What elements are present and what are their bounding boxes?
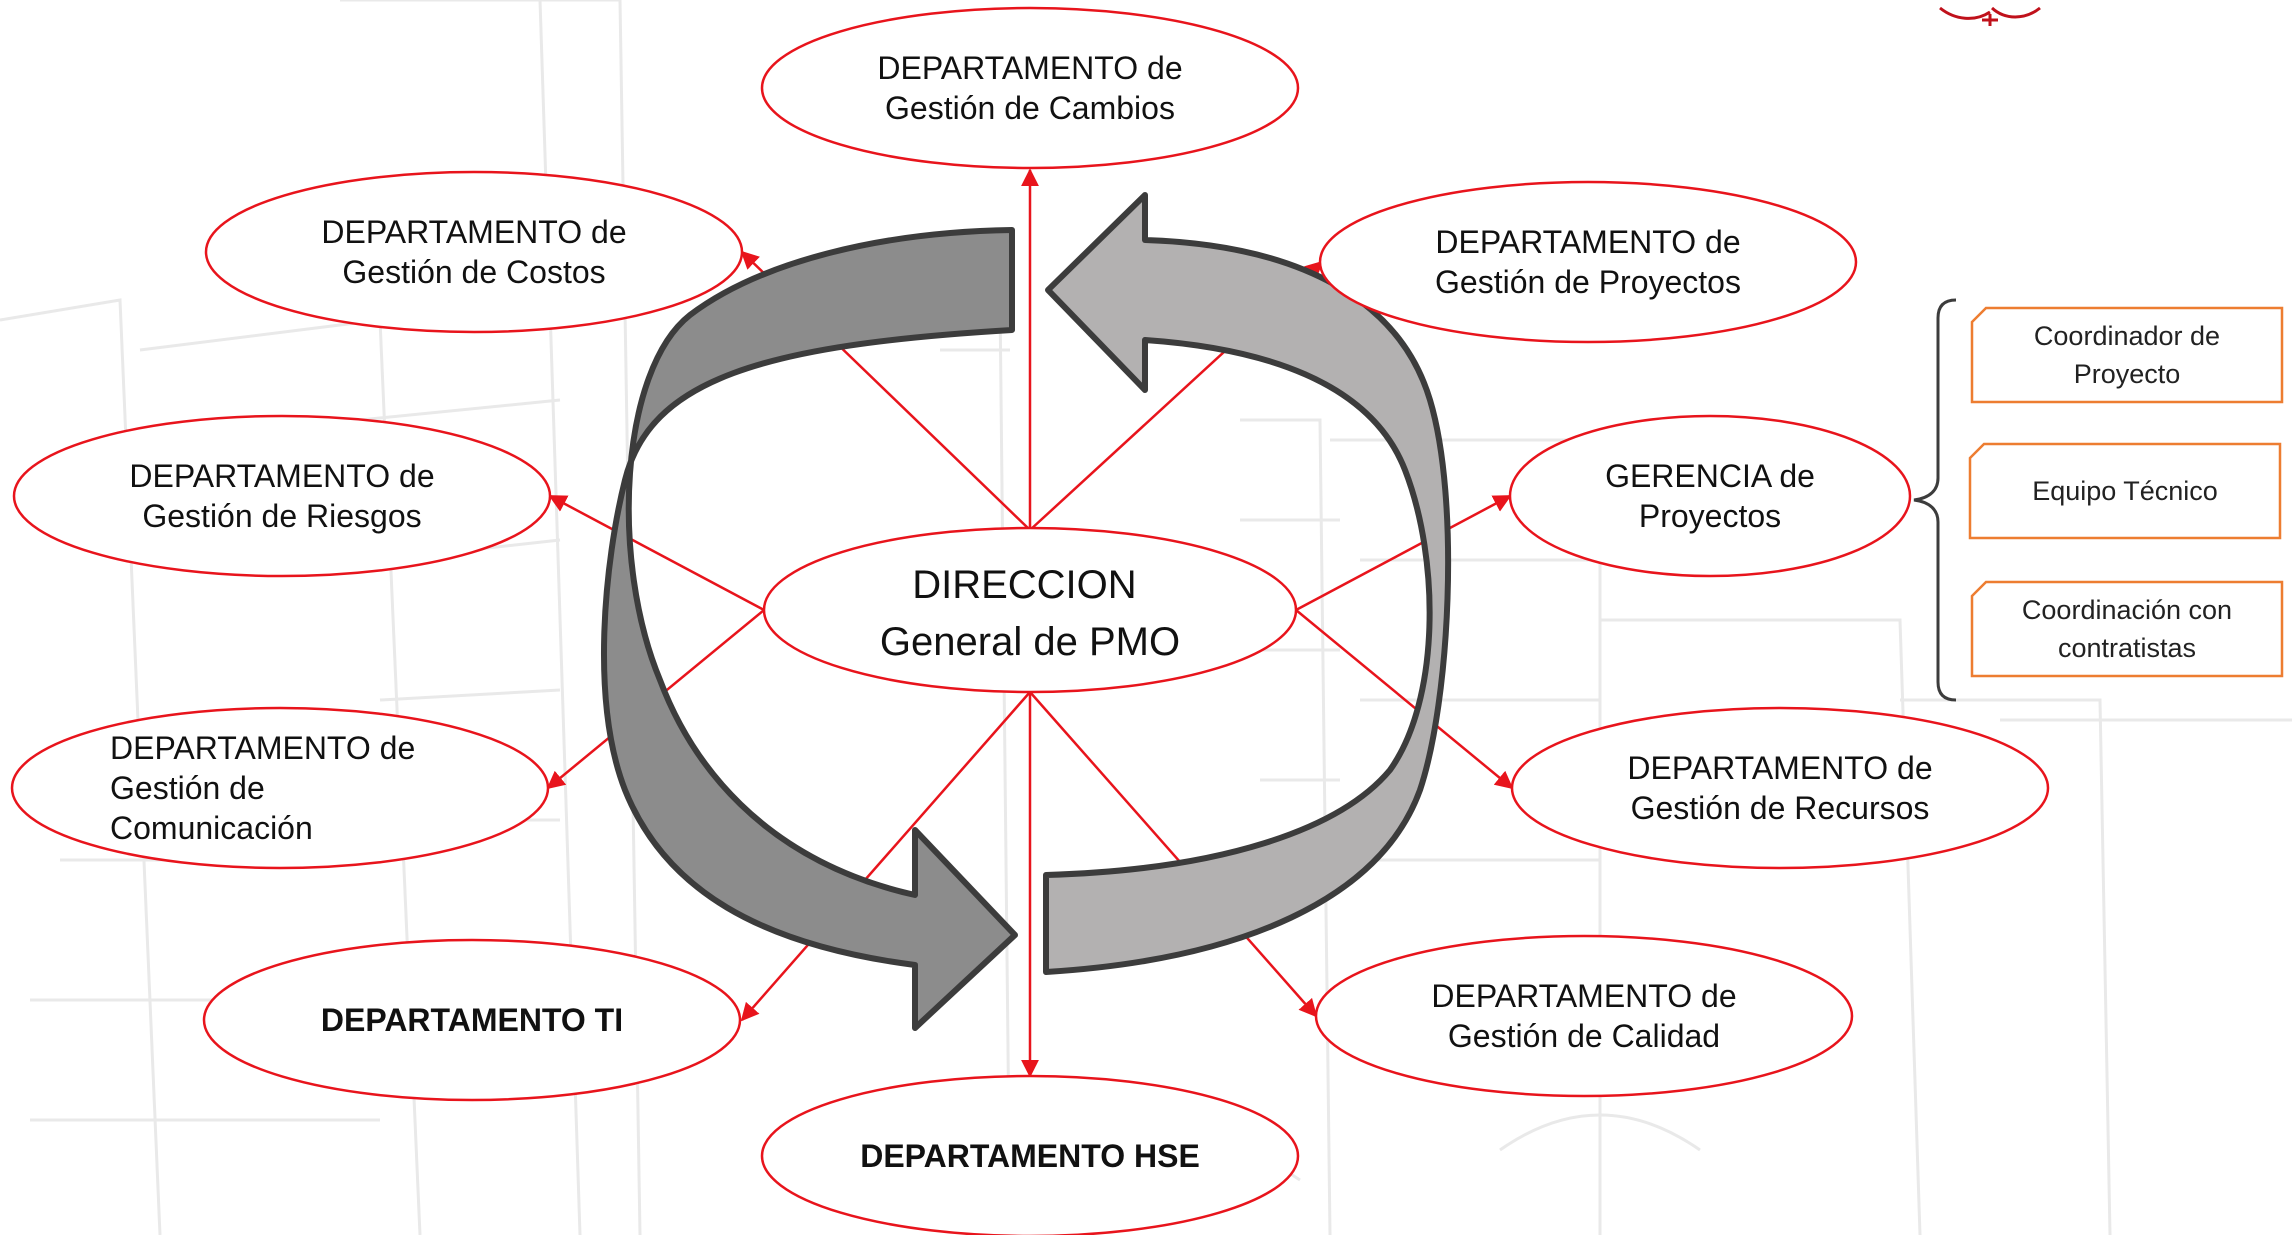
role-label-line: contratistas — [2058, 633, 2196, 663]
department-node-costos: DEPARTAMENTO de Gestión de Costos — [204, 170, 744, 334]
center-line-2: General de PMO — [880, 620, 1180, 664]
department-label-line: Proyectos — [1639, 498, 1781, 534]
role-box-coordinador: Coordinador de Proyecto — [1970, 306, 2284, 404]
role-box-frame — [1970, 306, 2284, 404]
department-ellipse-riesgos — [12, 414, 552, 578]
department-ellipse-cambios — [760, 6, 1300, 170]
department-label-costos: DEPARTAMENTO de Gestión de Costos — [321, 214, 626, 290]
cycle-arrows-icon — [601, 192, 1452, 1031]
cycle-arrow-left — [601, 227, 1018, 1031]
department-label-cambios: DEPARTAMENTO de Gestión de Cambios — [877, 50, 1182, 126]
logo-seal-icon — [1939, 6, 2041, 26]
role-box-equipo: Equipo Técnico — [1968, 442, 2282, 540]
department-label-line: DEPARTAMENTO TI — [321, 1002, 623, 1038]
department-label-line: DEPARTAMENTO de — [1431, 978, 1736, 1014]
department-node-gerencia: GERENCIA de Proyectos — [1508, 414, 1912, 578]
department-label-gerencia: GERENCIA de Proyectos — [1605, 458, 1815, 534]
connector-ti — [740, 691, 1031, 1022]
connector-riesgos — [548, 494, 765, 612]
department-ellipse-recursos — [1510, 706, 2050, 870]
bracket-icon — [1913, 298, 1957, 702]
department-label-line: GERENCIA de — [1605, 458, 1815, 494]
role-label-coordinador: Coordinador de Proyecto — [2034, 321, 2220, 389]
department-label-comunicacion: DEPARTAMENTO de Gestión de Comunicación — [110, 730, 415, 846]
department-label-ti: DEPARTAMENTO TI — [321, 1002, 623, 1038]
department-ellipse-proyectos — [1318, 180, 1858, 344]
department-ellipse-hse — [760, 1074, 1300, 1235]
department-ellipse-costos — [204, 170, 744, 334]
role-label-contratistas: Coordinación con contratistas — [2022, 595, 2232, 663]
cycle-arrow-right — [1043, 192, 1452, 975]
department-node-proyectos: DEPARTAMENTO de Gestión de Proyectos — [1318, 180, 1858, 344]
department-label-hse: DEPARTAMENTO HSE — [860, 1138, 1200, 1174]
department-node-cambios: DEPARTAMENTO de Gestión de Cambios — [760, 6, 1300, 170]
connector-recursos — [1295, 609, 1514, 790]
department-label-line: DEPARTAMENTO de — [129, 458, 434, 494]
department-ellipse-gerencia — [1508, 414, 1912, 578]
department-label-line: Gestión de — [110, 770, 265, 806]
department-label-line: Gestión de Calidad — [1448, 1018, 1720, 1054]
department-label-riesgos: DEPARTAMENTO de Gestión de Riesgos — [129, 458, 434, 534]
center-node: DIRECCION General de PMO — [762, 526, 1298, 694]
department-node-calidad: DEPARTAMENTO de Gestión de Calidad — [1314, 934, 1854, 1098]
role-box-frame — [1970, 580, 2284, 678]
department-ellipse-ti — [202, 938, 742, 1102]
department-label-line: DEPARTAMENTO de — [1435, 224, 1740, 260]
department-label-line: Gestión de Proyectos — [1435, 264, 1741, 300]
department-label-line: Gestión de Costos — [342, 254, 605, 290]
center-line-1: DIRECCION — [912, 563, 1136, 607]
department-label-line: DEPARTAMENTO de — [110, 730, 415, 766]
center-ellipse — [762, 526, 1298, 694]
department-node-hse: DEPARTAMENTO HSE — [760, 1074, 1300, 1235]
role-label-line: Coordinador de — [2034, 321, 2220, 351]
department-label-line: Comunicación — [110, 810, 313, 846]
role-label-line: Equipo Técnico — [2032, 476, 2218, 506]
role-label-line: Proyecto — [2074, 359, 2181, 389]
department-label-calidad: DEPARTAMENTO de Gestión de Calidad — [1431, 978, 1736, 1054]
department-label-line: Gestión de Cambios — [885, 90, 1175, 126]
role-box-frame — [1968, 442, 2282, 540]
department-node-comunicacion: DEPARTAMENTO de Gestión de Comunicación — [10, 706, 550, 870]
department-label-proyectos: DEPARTAMENTO de Gestión de Proyectos — [1435, 224, 1741, 300]
role-label-equipo: Equipo Técnico — [2032, 476, 2218, 506]
connector-calidad — [1029, 691, 1318, 1018]
department-label-recursos: DEPARTAMENTO de Gestión de Recursos — [1627, 750, 1932, 826]
department-node-ti: DEPARTAMENTO TI — [202, 938, 742, 1102]
role-label-line: Coordinación con — [2022, 595, 2232, 625]
department-node-recursos: DEPARTAMENTO de Gestión de Recursos — [1510, 706, 2050, 870]
department-label-line: DEPARTAMENTO de — [877, 50, 1182, 86]
department-label-line: Gestión de Riesgos — [142, 498, 421, 534]
department-label-line: DEPARTAMENTO de — [1627, 750, 1932, 786]
connector-gerencia — [1295, 494, 1512, 612]
center-title: DIRECCION General de PMO — [880, 563, 1180, 664]
role-box-contratistas: Coordinación con contratistas — [1970, 580, 2284, 678]
department-label-line: DEPARTAMENTO HSE — [860, 1138, 1200, 1174]
department-ellipse-calidad — [1314, 934, 1854, 1098]
department-node-riesgos: DEPARTAMENTO de Gestión de Riesgos — [12, 414, 552, 578]
department-label-line: DEPARTAMENTO de — [321, 214, 626, 250]
department-label-line: Gestión de Recursos — [1631, 790, 1930, 826]
department-ellipse-comunicacion — [10, 706, 550, 870]
